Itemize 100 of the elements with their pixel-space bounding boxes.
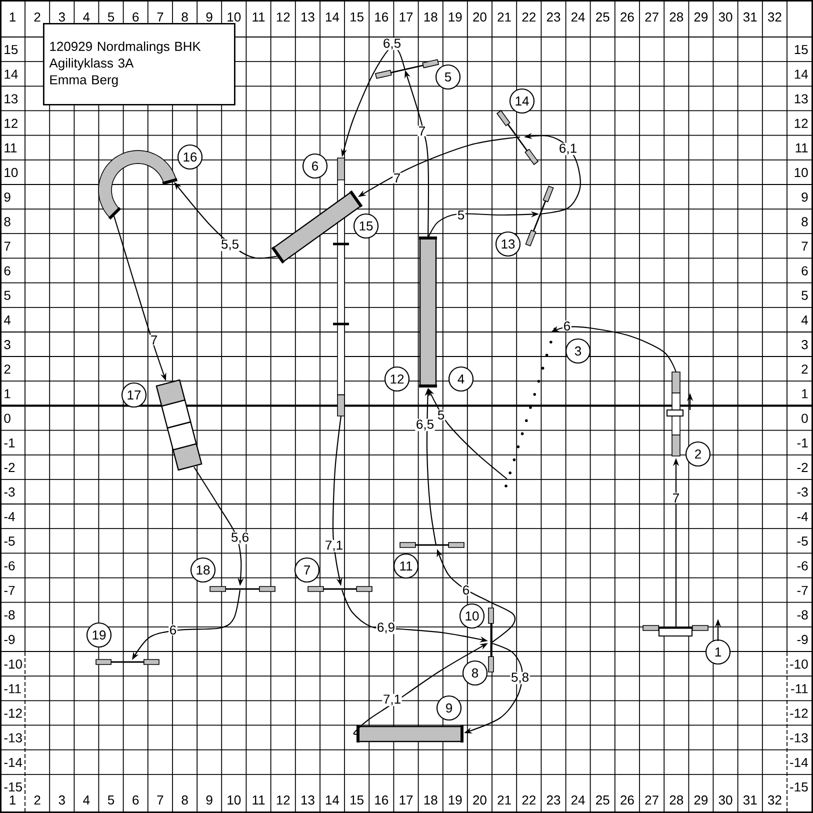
row-number: 11 xyxy=(796,143,808,152)
obstacle-number: 9 xyxy=(436,695,462,721)
tunnel-drawing xyxy=(356,726,464,742)
row-number: 6 xyxy=(4,266,10,276)
row-number: -3 xyxy=(4,487,15,497)
column-number: 13 xyxy=(301,795,314,805)
column-number: 3 xyxy=(58,795,65,805)
row-number: 14 xyxy=(4,70,18,79)
row-number: 0 xyxy=(802,414,808,423)
distance-label: 7,1 xyxy=(324,540,344,552)
row-number: 7 xyxy=(4,242,10,251)
column-number: 32 xyxy=(768,12,782,22)
column-number: 1 xyxy=(10,796,16,804)
column-number: 21 xyxy=(498,795,511,805)
column-number: 22 xyxy=(522,795,536,805)
distance-label: 5,8 xyxy=(510,672,530,684)
column-number: 23 xyxy=(546,795,560,805)
distance-label: 5,6 xyxy=(230,532,250,544)
distance-label: 7 xyxy=(672,492,680,504)
column-number: 30 xyxy=(718,795,732,805)
row-number: -11 xyxy=(791,684,808,694)
row-number: 10 xyxy=(794,168,808,178)
distance-label: 6 xyxy=(562,320,572,332)
obstacle-number: 5 xyxy=(435,64,461,90)
row-number: 9 xyxy=(802,192,808,202)
column-number: 10 xyxy=(228,795,241,805)
row-number: 9 xyxy=(4,192,10,202)
row-number: -1 xyxy=(797,438,808,448)
obstacle-number: 16 xyxy=(177,144,203,170)
column-number: 31 xyxy=(743,795,757,805)
distance-label: 6,9 xyxy=(376,622,396,634)
column-number: 12 xyxy=(276,12,290,22)
row-number: 3 xyxy=(802,340,808,350)
distance-label: 5 xyxy=(436,410,446,420)
row-number: -13 xyxy=(4,733,22,742)
column-number: 27 xyxy=(645,795,658,805)
column-number: 20 xyxy=(473,795,486,805)
row-number: 15 xyxy=(4,45,18,54)
column-number: 24 xyxy=(571,795,585,805)
row-number: 11 xyxy=(4,143,17,152)
column-number: 7 xyxy=(157,796,164,804)
row-number: 1 xyxy=(4,389,10,398)
row-number: -8 xyxy=(4,610,15,620)
header-box: 120929 Nordmalings BHK Agilityklass 3A Emma Berg xyxy=(43,23,236,106)
column-number: 14 xyxy=(326,796,340,804)
obstacle-number: 13 xyxy=(495,231,521,257)
row-number: -1 xyxy=(4,438,15,448)
column-number: 6 xyxy=(132,795,139,805)
column-number: 28 xyxy=(670,12,684,22)
distance-label: 5,5 xyxy=(220,238,240,252)
row-number: 12 xyxy=(4,118,18,128)
column-number: 31 xyxy=(743,12,757,22)
row-number: -10 xyxy=(4,660,22,669)
row-number: -14 xyxy=(790,758,808,767)
row-number: 7 xyxy=(802,242,808,251)
obstacle-number: 15 xyxy=(353,213,379,239)
jump-drawing xyxy=(642,625,708,636)
column-number: 17 xyxy=(400,12,413,22)
row-number: 2 xyxy=(4,364,10,374)
column-number: 25 xyxy=(596,795,610,805)
column-number: 28 xyxy=(670,795,684,805)
row-number: 10 xyxy=(4,168,18,178)
obstacle-number: 19 xyxy=(86,622,112,648)
column-number: 24 xyxy=(571,12,585,22)
row-number: -5 xyxy=(4,536,15,546)
obstacle-number: 3 xyxy=(565,338,591,364)
distance-label: 6 xyxy=(462,584,470,596)
column-number: 2 xyxy=(34,795,40,805)
obstacle-number: 7 xyxy=(294,557,320,583)
column-number: 16 xyxy=(375,12,388,22)
column-number: 29 xyxy=(694,795,708,805)
column-number: 15 xyxy=(350,795,364,805)
row-number: 13 xyxy=(4,94,18,104)
column-number: 20 xyxy=(473,12,486,22)
obstacle-number: 8 xyxy=(462,660,488,686)
column-number: 1 xyxy=(10,12,16,22)
column-number: 21 xyxy=(498,12,511,22)
row-number: -14 xyxy=(4,758,22,767)
obstacle-number: 1 xyxy=(705,639,731,665)
row-number: -12 xyxy=(790,708,808,718)
column-number: 22 xyxy=(522,12,536,22)
row-number: -10 xyxy=(790,660,808,669)
column-number: 26 xyxy=(620,795,634,805)
row-number: -6 xyxy=(797,561,808,570)
obstacle-number: 6 xyxy=(302,153,328,179)
row-number: -11 xyxy=(4,684,21,694)
column-number: 19 xyxy=(448,12,462,22)
column-number: 8 xyxy=(182,795,188,805)
row-number: 1 xyxy=(802,389,808,398)
row-number: 2 xyxy=(802,364,808,374)
column-number: 17 xyxy=(400,796,413,804)
row-number: -2 xyxy=(797,462,808,472)
distance-label: 7 xyxy=(392,172,402,184)
row-number: -2 xyxy=(4,462,15,472)
row-number: -8 xyxy=(797,610,808,620)
weave-poles-drawing xyxy=(504,328,556,488)
row-number: 15 xyxy=(794,45,808,54)
curved-tunnel-drawing xyxy=(98,150,178,220)
row-number: -4 xyxy=(797,512,808,522)
obstacle-drawing xyxy=(156,379,202,471)
